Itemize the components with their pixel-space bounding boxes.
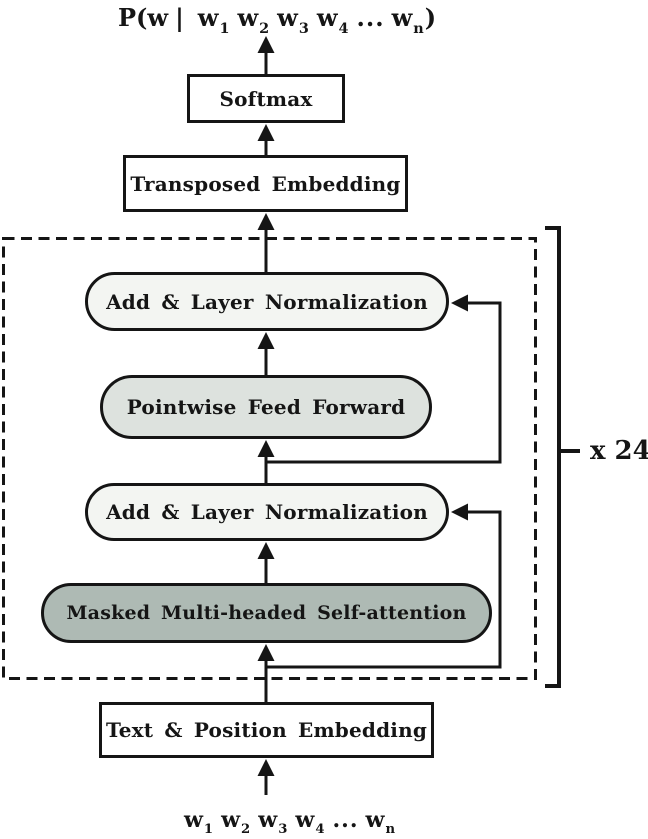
token-w2: w2 — [237, 3, 270, 37]
node-add-layer-norm-top: Add & Layer Normalization — [85, 272, 449, 331]
node-add-layer-norm-top-label: Add & Layer Normalization — [106, 289, 428, 314]
flow-arrow-softmax-to-output — [257, 36, 275, 74]
node-add-layer-norm-bottom-label: Add & Layer Normalization — [106, 500, 428, 524]
conditional-bar: | — [175, 3, 184, 32]
node-softmax-label: Softmax — [219, 86, 313, 111]
token-w1: w1 — [197, 3, 230, 37]
flow-arrow-transposed-to-softmax — [257, 124, 275, 155]
input-token-w4: w4 — [295, 807, 325, 838]
input-token-w2: w2 — [221, 807, 251, 838]
repeat-bracket — [545, 226, 580, 688]
input-token-w1: w1 — [183, 807, 214, 838]
flow-arrow-attention-to-addnorm — [257, 542, 275, 583]
token-w3: w3 — [277, 3, 309, 37]
node-text-position-embedding-label: Text & Position Embedding — [105, 718, 428, 742]
residual-connection-upper — [266, 294, 502, 464]
formula-suffix: ) — [424, 3, 437, 32]
node-transposed-embedding: Transposed Embedding — [123, 155, 408, 212]
formula-prefix: P(w — [118, 3, 169, 32]
node-add-layer-norm-bottom: Add & Layer Normalization — [85, 483, 449, 541]
input-token-wn: wn — [365, 807, 396, 838]
flow-arrow-input-to-embedding — [257, 759, 275, 795]
node-pointwise-feed-forward-label: Pointwise Feed Forward — [126, 395, 406, 419]
repeat-count-label: x 24 — [590, 436, 648, 466]
token-wn: wn — [391, 3, 424, 37]
input-ellipsis: ... — [332, 807, 359, 833]
node-masked-self-attention: Masked Multi-headed Self-attention — [41, 583, 492, 643]
ellipsis: ... — [356, 3, 385, 32]
node-transposed-embedding-label: Transposed Embedding — [130, 171, 401, 196]
repeat-block-dashed-border — [2, 237, 537, 680]
node-text-position-embedding: Text & Position Embedding — [99, 702, 434, 758]
flow-arrow-embedding-to-attention — [257, 644, 275, 702]
flow-arrow-feedforward-to-addnorm — [257, 332, 275, 375]
token-w4: w4 — [316, 3, 349, 37]
node-masked-self-attention-label: Masked Multi-headed Self-attention — [66, 602, 467, 624]
node-pointwise-feed-forward: Pointwise Feed Forward — [100, 375, 432, 439]
input-token-w3: w3 — [258, 807, 288, 838]
residual-connection-lower — [266, 503, 502, 669]
flow-arrow-addnorm-to-transposed — [257, 213, 275, 272]
node-softmax: Softmax — [187, 74, 345, 123]
